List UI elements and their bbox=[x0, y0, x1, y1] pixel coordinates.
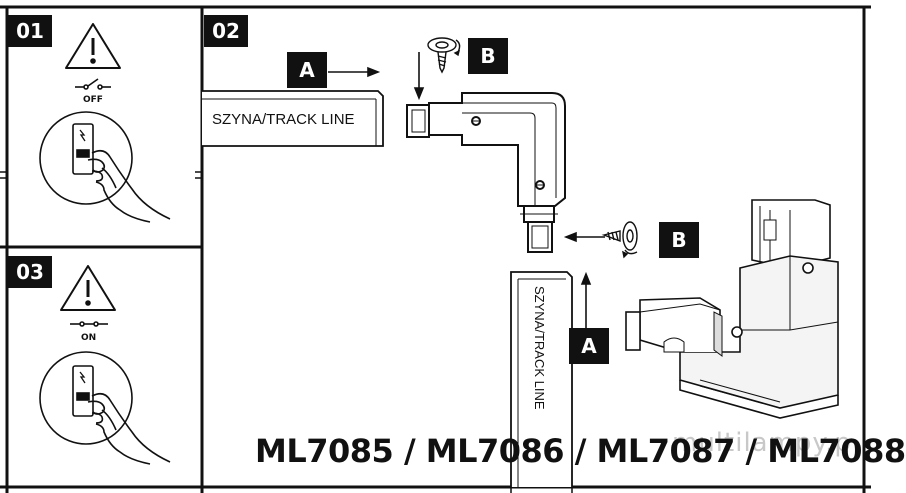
screw-top-icon bbox=[427, 37, 461, 74]
watermark: multilampy.p bbox=[672, 428, 852, 458]
vertical-track-label: SZYNA/TRACK LINE bbox=[532, 286, 547, 410]
connector-3d-render bbox=[625, 199, 839, 419]
corner-connector bbox=[406, 92, 566, 253]
callout-a-top: A bbox=[287, 52, 327, 88]
callout-b-right: B bbox=[659, 222, 699, 258]
model-numbers: ML7085 / ML7086 / ML7087 / ML7088 bbox=[255, 432, 906, 470]
arrow-a-bottom bbox=[580, 271, 592, 330]
switch-on-icon bbox=[70, 321, 108, 327]
arrow-b-down bbox=[413, 52, 425, 101]
switch-off-icon bbox=[75, 78, 111, 90]
frame-lines bbox=[0, 5, 871, 493]
step-badge-03: 03 bbox=[8, 256, 52, 288]
step-badge-02: 02 bbox=[204, 15, 248, 47]
warning-icon-03 bbox=[60, 265, 116, 311]
step-badge-01: 01 bbox=[8, 15, 52, 47]
switch-off-label: OFF bbox=[83, 95, 103, 105]
arrow-b-left bbox=[563, 231, 605, 243]
vertical-track bbox=[510, 271, 573, 487]
screw-right-icon bbox=[601, 221, 638, 259]
switch-on-label: ON bbox=[81, 333, 97, 343]
bottom-frame-ticks bbox=[510, 487, 573, 493]
horizontal-track-label: SZYNA/TRACK LINE bbox=[212, 111, 355, 128]
arrow-a-top bbox=[328, 66, 381, 78]
instruction-drawing bbox=[0, 5, 871, 493]
horizontal-track bbox=[202, 90, 384, 147]
hand-switch-icon-03 bbox=[39, 351, 171, 465]
callout-a-bottom: A bbox=[569, 328, 609, 364]
instruction-sheet: 01 02 03 OFF ON A B B A SZYNA/TRACK LINE… bbox=[0, 5, 906, 493]
warning-icon-01 bbox=[65, 23, 121, 69]
callout-b-top: B bbox=[468, 38, 508, 74]
hand-switch-icon-01 bbox=[39, 111, 171, 223]
